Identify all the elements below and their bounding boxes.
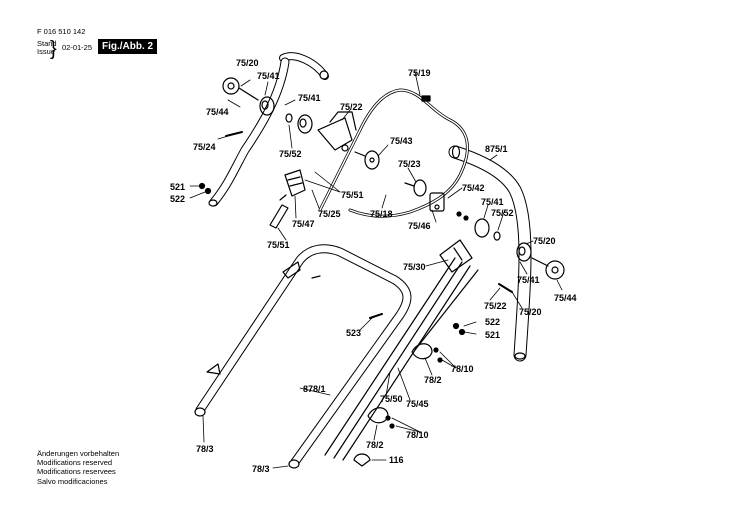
label-78-10-a: 78/10 xyxy=(451,364,474,374)
label-875-1: 875/1 xyxy=(485,144,508,154)
roller-75-23 xyxy=(404,179,427,197)
knob-75-44-right xyxy=(531,257,565,280)
right-upper-handle xyxy=(448,145,532,362)
spacer-75-41-left xyxy=(259,96,275,116)
cables-75-50-75-45 xyxy=(324,257,479,461)
doc-number: F 016 510 142 xyxy=(37,27,86,36)
label-75-43: 75/43 xyxy=(390,136,413,146)
label-75-18: 75/18 xyxy=(370,209,393,219)
roller-75-43 xyxy=(354,150,380,170)
switch-box-75-30 xyxy=(439,239,473,273)
lever-75-47 xyxy=(284,169,306,197)
screw-75-24 xyxy=(225,131,243,137)
note-de: Änderungen vorbehalten xyxy=(37,449,120,458)
label-75-20-c: 75/20 xyxy=(519,307,542,317)
label-75-22-a: 75/22 xyxy=(340,102,363,112)
label-523: 523 xyxy=(346,328,361,338)
spacer-75-41-mid xyxy=(285,113,313,134)
note-es: Salvo modificaciones xyxy=(37,476,108,486)
label-75-20-b: 75/20 xyxy=(533,236,556,246)
issue-date: 02-01-25 xyxy=(62,43,93,52)
cable-75-19 xyxy=(318,88,469,218)
note-en: Modifications reserved xyxy=(37,458,113,468)
label-75-41-c: 75/41 xyxy=(481,197,504,207)
issue-label: Issue xyxy=(37,47,55,56)
label-75-51-a: 75/51 xyxy=(341,190,364,200)
screw-523 xyxy=(369,313,383,319)
label-75-47: 75/47 xyxy=(292,219,315,229)
label-75-45: 75/45 xyxy=(406,399,429,409)
washers-522-521-right xyxy=(452,322,466,336)
note-fr: Modifications reservees xyxy=(37,467,116,477)
label-75-30: 75/30 xyxy=(403,262,426,272)
lower-handle-frame xyxy=(194,244,412,469)
leader-lines xyxy=(189,71,563,469)
label-75-23: 75/23 xyxy=(398,159,421,169)
label-116: 116 xyxy=(389,455,404,465)
switch-75-42 xyxy=(429,192,469,221)
label-75-51-b: 75/51 xyxy=(267,240,290,250)
screw-75-22-right xyxy=(498,283,513,293)
label-75-41-d: 75/41 xyxy=(517,275,540,285)
label-78-10-b: 78/10 xyxy=(406,430,429,440)
label-75-41-b: 75/41 xyxy=(298,93,321,103)
label-75-24: 75/24 xyxy=(193,142,216,152)
label-75-19: 75/19 xyxy=(408,68,431,78)
label-75-52-a: 75/52 xyxy=(279,149,302,159)
spacer-75-41-far-right xyxy=(516,242,532,262)
cable-clip-116 xyxy=(353,453,371,467)
label-75-50: 75/50 xyxy=(380,394,403,404)
label-78-2-a: 78/2 xyxy=(424,375,442,385)
cable-clamp-left xyxy=(206,261,321,375)
bracket-75-22 xyxy=(317,111,357,152)
label-78-3-a: 78/3 xyxy=(196,444,214,454)
disclaimer-notes: Änderungen vorbehalten Modifications res… xyxy=(37,449,119,486)
brace-icon: } xyxy=(50,38,57,60)
label-75-22-b: 75/22 xyxy=(484,301,507,311)
stand-label: Stand xyxy=(37,39,57,48)
label-78-2-b: 78/2 xyxy=(366,440,384,450)
spacer-75-41-right xyxy=(474,218,501,241)
label-522-a: 522 xyxy=(170,194,185,204)
label-521-a: 521 xyxy=(170,182,185,192)
label-521-b: 521 xyxy=(485,330,500,340)
label-75-25: 75/25 xyxy=(318,209,341,219)
figure-badge: Fig./Abb. 2 xyxy=(98,39,158,54)
label-75-52-b: 75/52 xyxy=(491,208,514,218)
cable-holder-78-2-lower xyxy=(367,407,395,429)
label-75-44-b: 75/44 xyxy=(554,293,577,303)
left-upper-handle xyxy=(208,52,329,207)
washers-521-522-left xyxy=(198,182,212,195)
label-78-3-b: 78/3 xyxy=(252,464,270,474)
label-75-42: 75/42 xyxy=(462,183,485,193)
label-878-1: 878/1 xyxy=(303,384,326,394)
label-522-b: 522 xyxy=(485,317,500,327)
label-75-44-a: 75/44 xyxy=(206,107,229,117)
label-75-41-a: 75/41 xyxy=(257,71,280,81)
label-75-46: 75/46 xyxy=(408,221,431,231)
knob-75-44-left xyxy=(222,77,259,101)
cable-holder-78-2-upper xyxy=(411,343,443,363)
label-75-20-a: 75/20 xyxy=(236,58,259,68)
clip-75-51 xyxy=(269,194,289,229)
